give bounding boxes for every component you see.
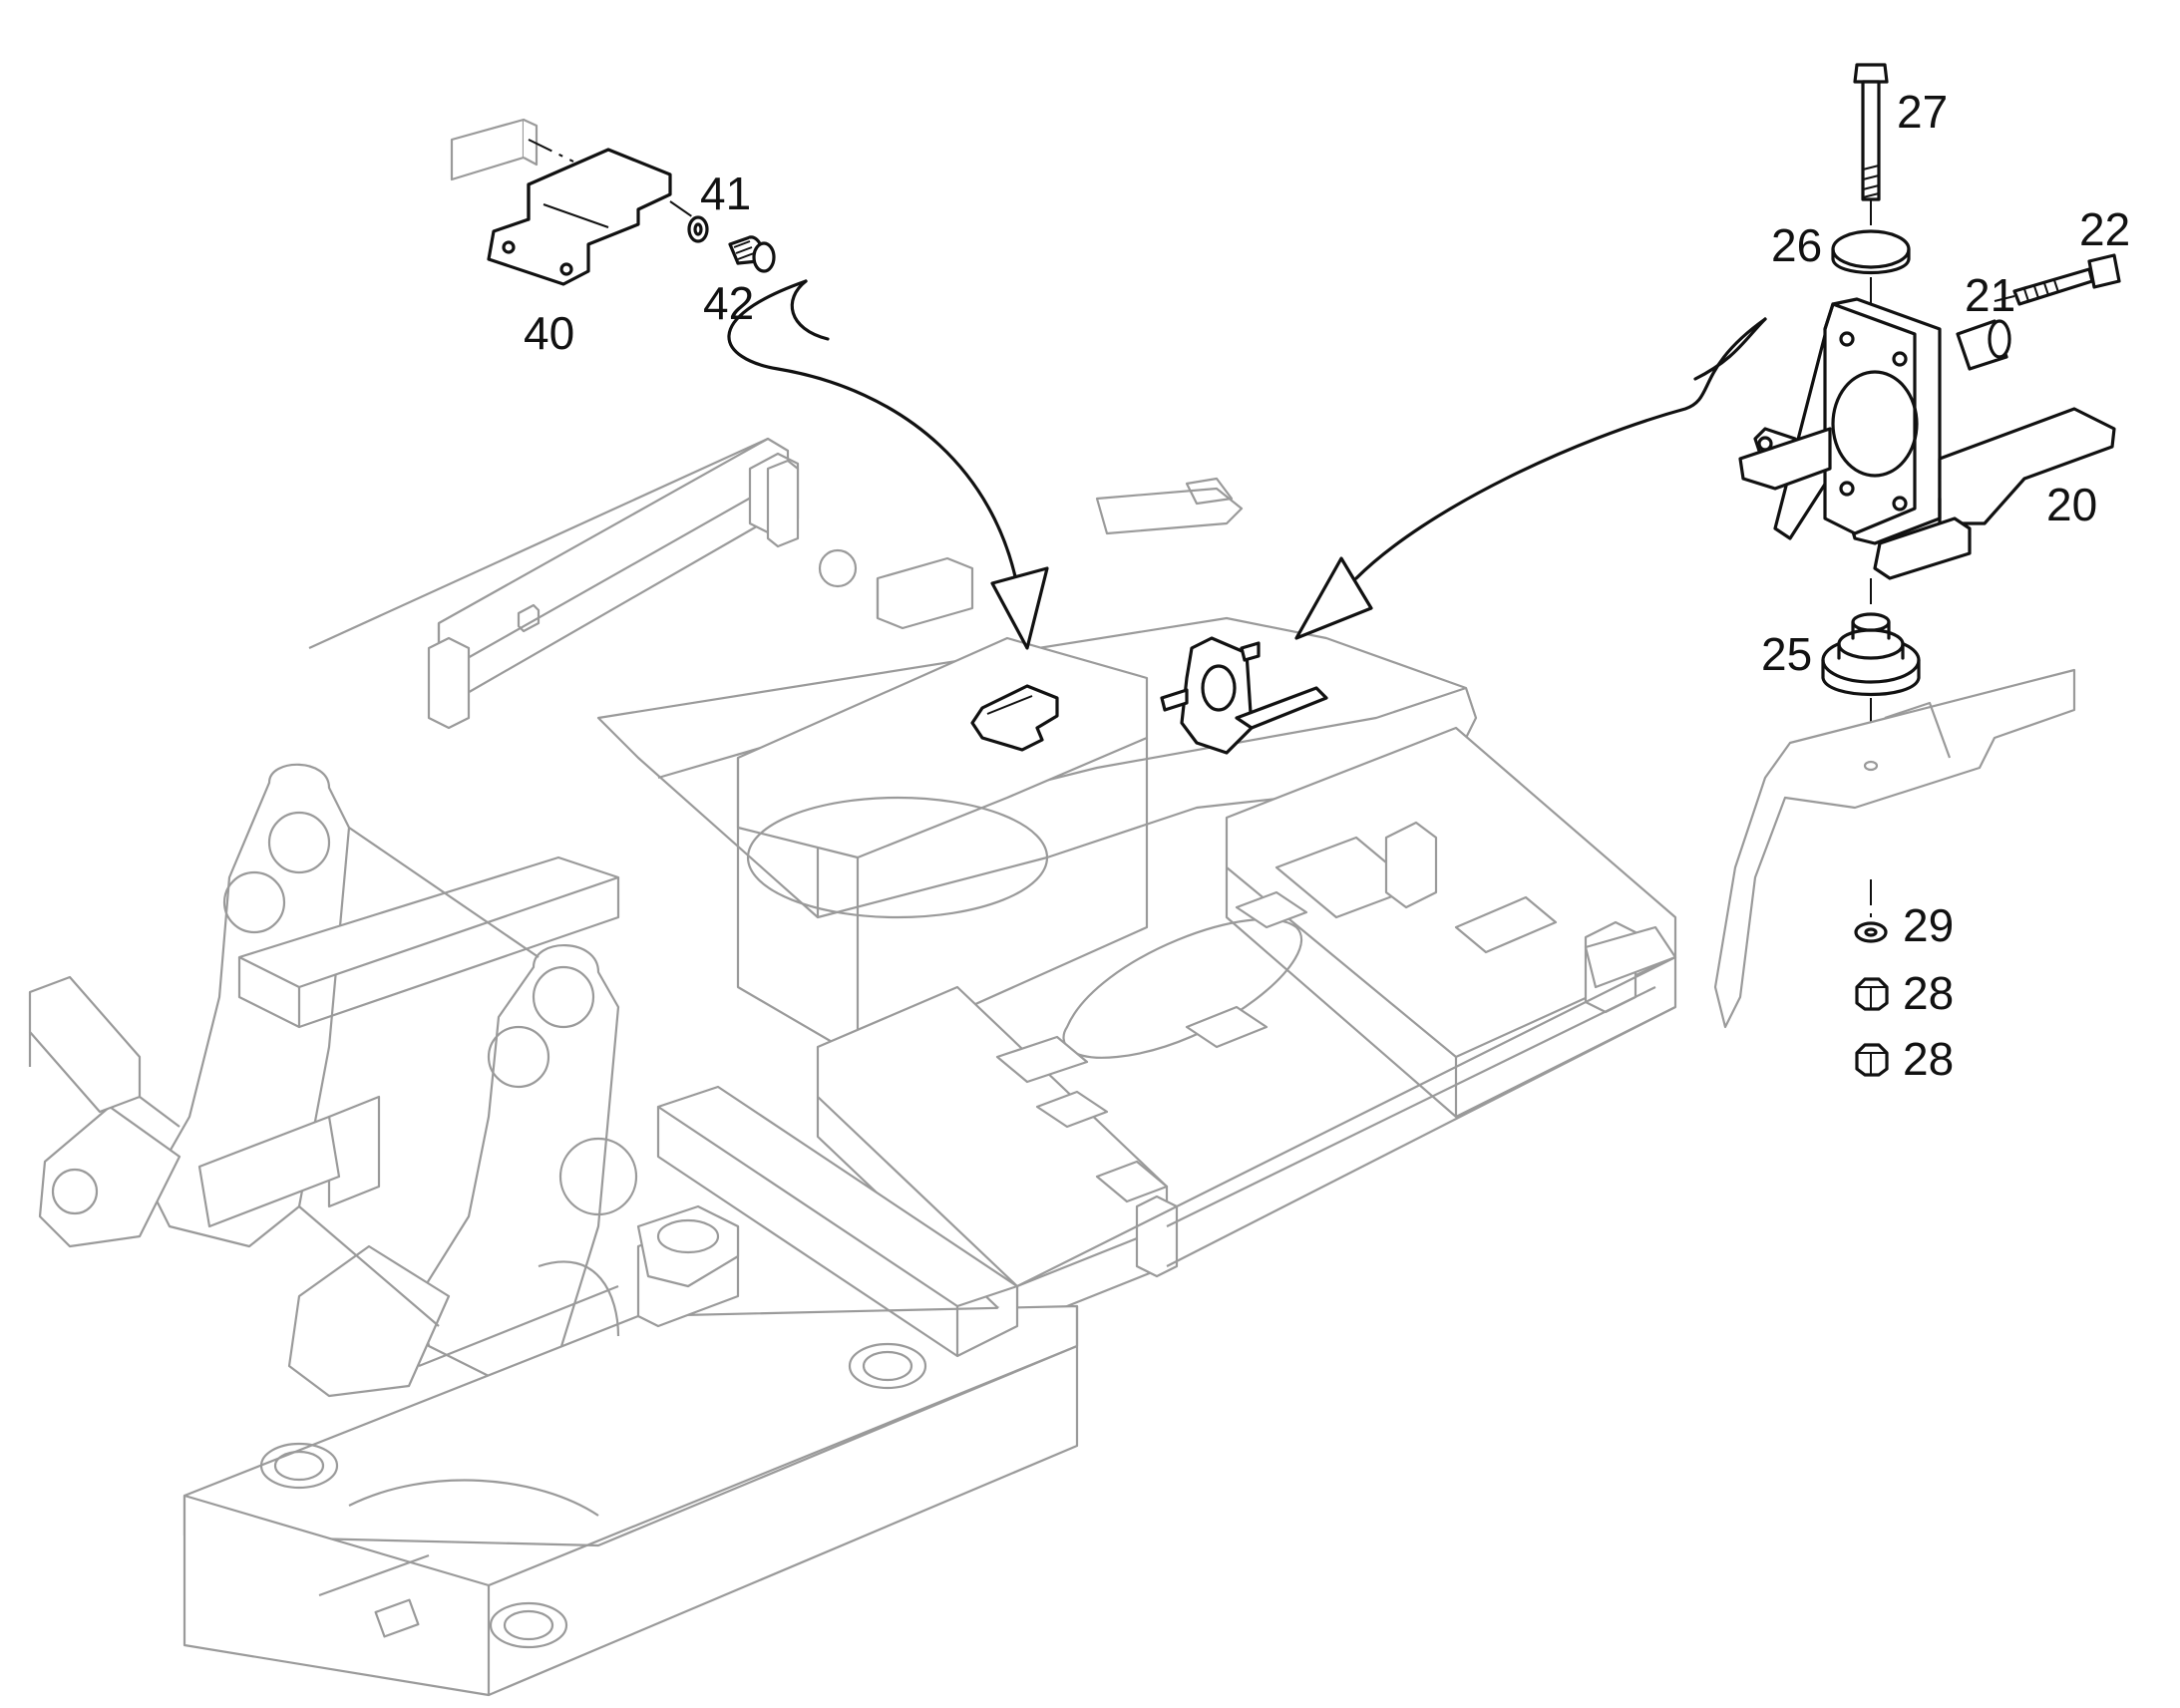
part-42-bolt [728,235,776,273]
part-41-washer [687,215,709,243]
part-frame-cutaway [1713,668,2076,1029]
part-28-nut-lower [1855,1043,1889,1077]
callout-26: 26 [1771,219,1822,271]
part-20-mount-bracket [1738,297,2116,610]
part-26-washer [1831,229,1911,304]
callout-labels: 20 21 22 25 26 27 28 28 29 40 41 42 [524,86,2130,1085]
part-25-mount-rubber [1821,612,1921,768]
part-40-bracket [450,118,694,286]
part-22-bolt [1994,253,2121,306]
callout-27: 27 [1897,86,1948,138]
callout-22: 22 [2079,203,2130,255]
callout-21: 21 [1965,269,2015,321]
part-27-bolt [1853,63,1889,231]
boom-mount-assembly [28,763,638,1398]
callout-40: 40 [524,307,574,359]
installed-mount-20 [1160,636,1328,755]
leader-curves [727,279,1767,650]
callout-28-upper: 28 [1903,967,1954,1019]
lower-frame-assembly [182,1085,1079,1697]
part-21-spacer [1956,319,2011,371]
installed-bracket-40 [970,684,1059,752]
callout-20: 20 [2046,479,2097,530]
part-28-nut-upper [1855,977,1889,1011]
callout-41: 41 [700,168,751,219]
callout-42: 42 [703,277,754,329]
callout-29: 29 [1903,899,1954,951]
upper-frame-assembly [308,437,1677,1328]
part-29-washer [1854,921,1888,943]
callout-28-lower: 28 [1903,1033,1954,1085]
callout-25: 25 [1761,628,1812,680]
